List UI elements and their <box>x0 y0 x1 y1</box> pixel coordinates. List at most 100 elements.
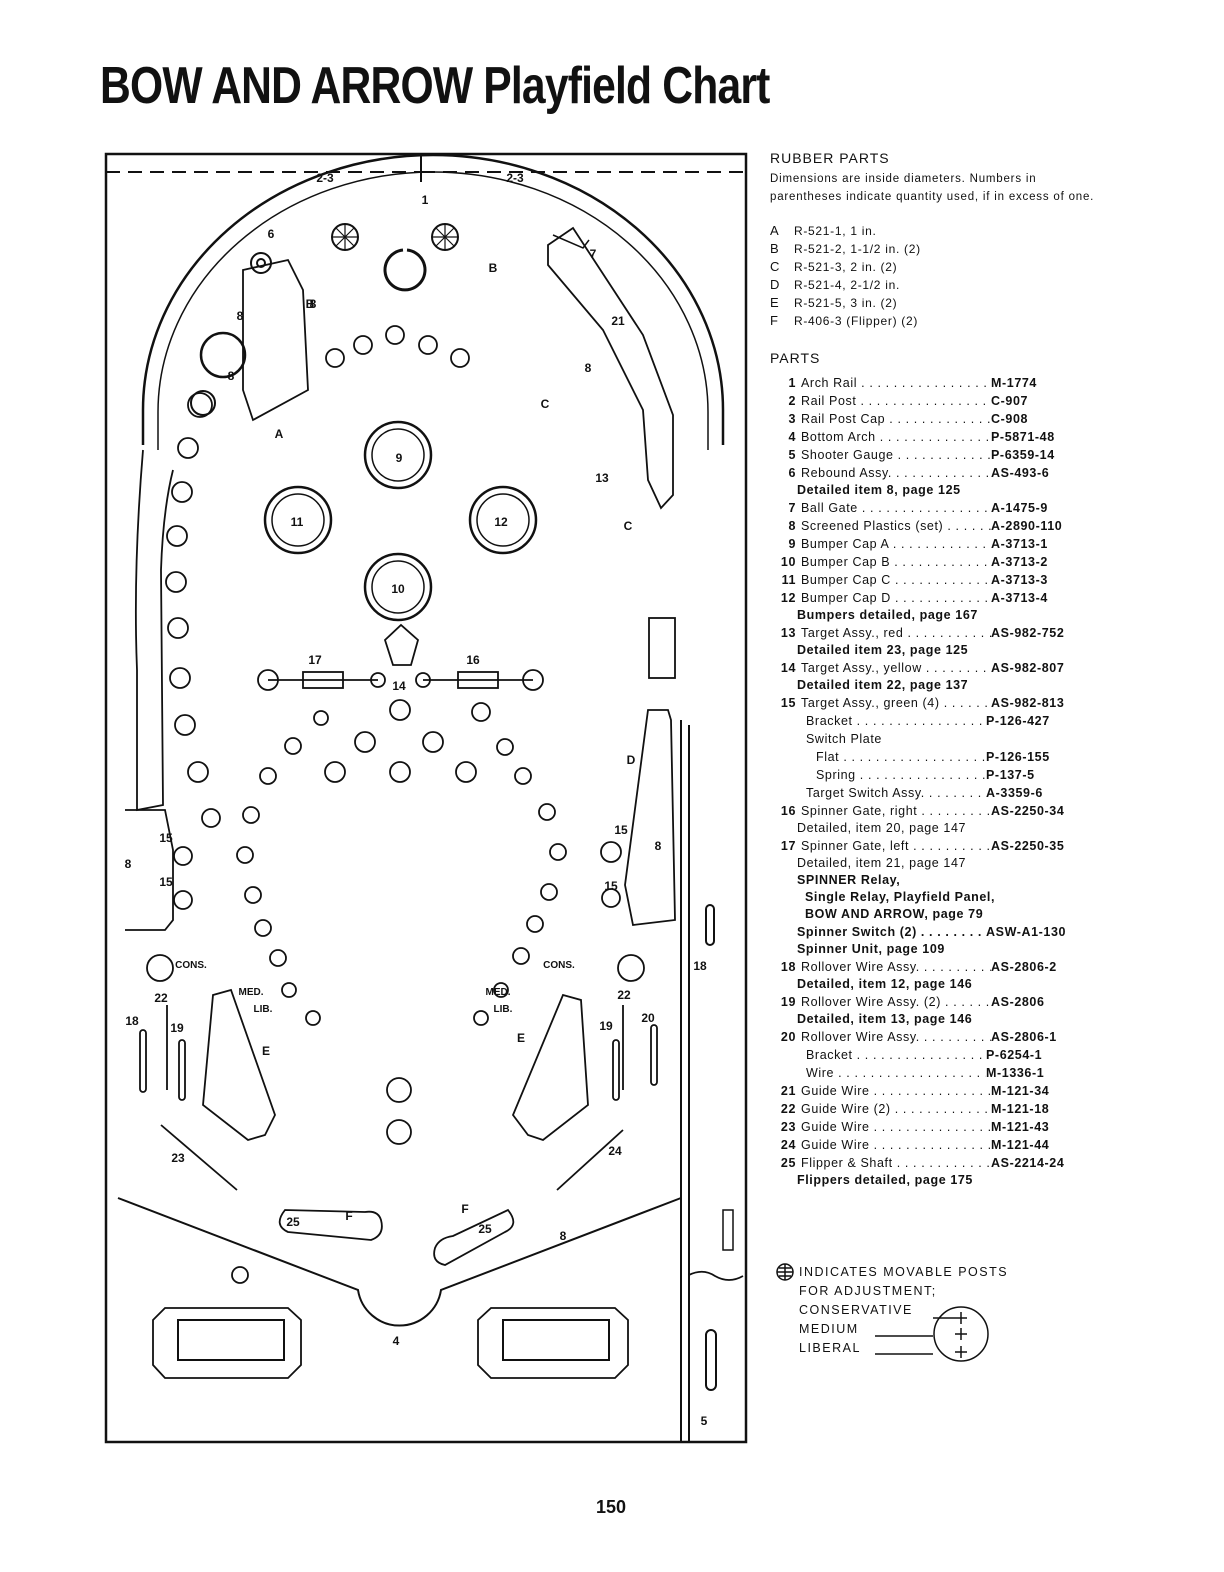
playfield-label: 19 <box>599 1019 613 1033</box>
part-row: 8 Screened Plastics (set)A-2890-110 <box>770 517 1100 535</box>
part-desc: Bumper Cap D <box>801 589 991 607</box>
part-number: 16 <box>780 804 796 818</box>
playfield-label: CONS. <box>175 960 207 971</box>
catalog-number: AS-2214-24 <box>991 1156 1065 1170</box>
legend-medium: MEDIUM <box>799 1322 859 1336</box>
detail-note: Detailed item 23, page 125 <box>797 643 969 657</box>
part-desc: Target Switch Assy. <box>806 784 986 802</box>
catalog-number: A-3713-2 <box>991 555 1048 569</box>
rubber-key: E <box>770 295 780 310</box>
playfield-label: 8 <box>655 839 662 853</box>
part-number: 15 <box>780 696 796 710</box>
playfield-label: 17 <box>308 653 322 667</box>
playfield-label: 25 <box>286 1215 300 1229</box>
playfield-label: 11 <box>291 515 304 529</box>
part-number: 6 <box>788 466 796 480</box>
left-wall <box>118 450 125 1440</box>
part-number: 17 <box>780 839 796 853</box>
playfield-label: 8 <box>237 309 244 323</box>
left-outhole-box <box>152 1307 302 1379</box>
playfield-label: 22 <box>154 991 168 1005</box>
rubber-key: D <box>770 277 781 292</box>
rubber-desc: R-521-3, 2 in. (2) <box>794 260 898 274</box>
page-number: 150 <box>596 1497 627 1517</box>
playfield-label: 18 <box>693 959 707 973</box>
legend-conservative: CONSERVATIVE <box>799 1303 913 1317</box>
part-desc: Rebound Assy. <box>801 464 991 482</box>
playfield-label: MED. <box>239 987 264 998</box>
playfield-label: 18 <box>125 1014 139 1028</box>
playfield-label: 1 <box>422 193 429 207</box>
part-desc: Rail Post <box>801 392 991 410</box>
adjustment-positions-icon <box>875 1306 989 1362</box>
part-desc: Bracket <box>806 1046 986 1064</box>
left-flipper <box>278 1209 383 1241</box>
part-number: 3 <box>788 412 796 426</box>
part-desc: Target Assy., red <box>801 624 991 642</box>
playfield-label: LIB. <box>254 1004 273 1015</box>
catalog-number: AS-982-807 <box>991 661 1065 675</box>
catalog-number: P-137-5 <box>986 768 1035 782</box>
part-row: BracketP-6254-1 <box>770 1046 1100 1064</box>
playfield-label: 19 <box>170 1021 184 1035</box>
spinner-gates <box>257 623 544 691</box>
part-number: 24 <box>780 1138 796 1152</box>
playfield-label: 21 <box>611 314 625 328</box>
playfield-label: 8 <box>310 297 317 311</box>
movable-post-icon <box>776 1263 794 1281</box>
catalog-number: A-2890-110 <box>991 519 1063 533</box>
legend-liberal: LIBERAL <box>799 1341 861 1355</box>
part-number: 18 <box>780 960 796 974</box>
part-desc: Bumper Cap B <box>801 553 991 571</box>
catalog-number: ASW-A1-130 <box>986 925 1067 939</box>
catalog-number: A-3359-6 <box>986 786 1043 800</box>
playfield-label: D <box>627 753 636 767</box>
part-number: 23 <box>780 1120 796 1134</box>
left-slingshot <box>202 988 276 1141</box>
catalog-number: M-121-34 <box>991 1084 1050 1098</box>
part-desc: Spinner Gate, left <box>801 837 991 855</box>
part-number: 14 <box>780 661 796 675</box>
playfield-label: MED. <box>486 987 511 998</box>
spinner-relay-note: BOW AND ARROW, page 79 <box>805 907 984 921</box>
detail-note: Detailed, item 12, page 146 <box>797 977 973 991</box>
catalog-number: P-126-155 <box>986 750 1050 764</box>
playfield-label: 2-3 <box>316 171 334 185</box>
part-number: 8 <box>788 519 796 533</box>
detail-note: Bumpers detailed, page 167 <box>797 608 978 622</box>
part-desc: Guide Wire <box>801 1082 991 1100</box>
catalog-number: A-3713-1 <box>991 537 1048 551</box>
catalog-number: P-6359-14 <box>991 448 1055 462</box>
catalog-number: C-907 <box>991 394 1029 408</box>
part-desc: Screened Plastics (set) <box>801 517 991 535</box>
left-kicker <box>125 809 174 931</box>
part-desc: Bumper Cap C <box>801 571 991 589</box>
right-slingshot <box>511 993 589 1142</box>
detail-note: Detailed item 22, page 137 <box>797 678 969 692</box>
part-desc: Spring <box>816 766 986 784</box>
part-number: 10 <box>780 555 796 569</box>
catalog-number: AS-2806-1 <box>991 1030 1057 1044</box>
playfield-label: 6 <box>268 227 275 241</box>
legend-line-1: INDICATES MOVABLE POSTS <box>799 1265 1009 1279</box>
playfield-label: CONS. <box>543 960 575 971</box>
playfield-label: F <box>461 1202 468 1216</box>
catalog-number: A-3713-3 <box>991 573 1048 587</box>
part-number: 20 <box>780 1030 796 1044</box>
playfield-label: 15 <box>159 831 173 845</box>
detail-note: Detailed, item 13, page 146 <box>797 1012 973 1026</box>
part-number: 25 <box>780 1156 796 1170</box>
rubber-desc: R-521-1, 1 in. <box>794 224 877 238</box>
part-number: 5 <box>788 448 796 462</box>
bottom-arch <box>117 1197 682 1327</box>
